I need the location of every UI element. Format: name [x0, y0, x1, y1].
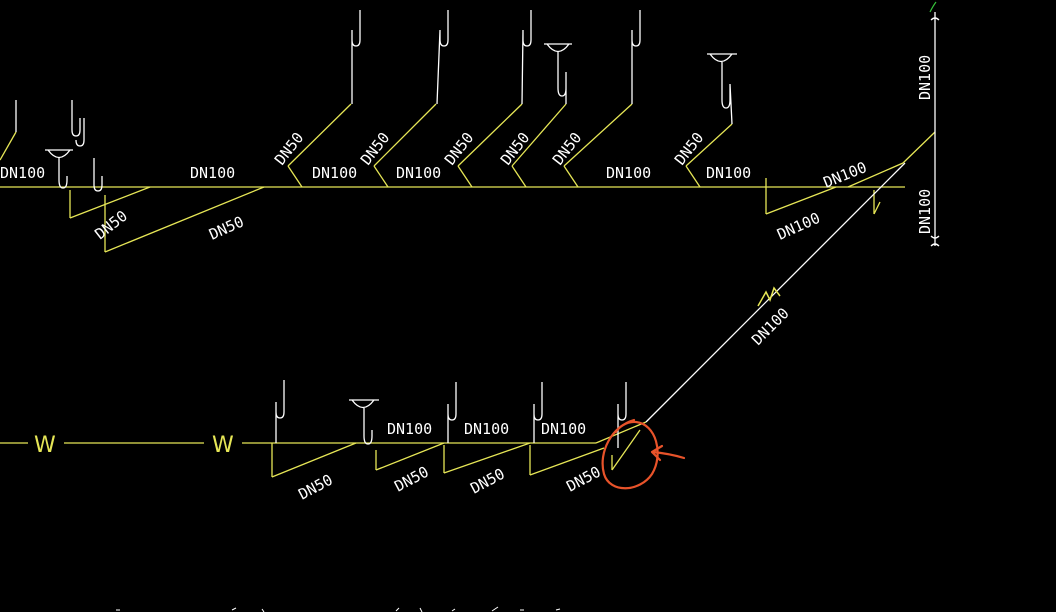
- label-dn100: DN100: [396, 164, 441, 182]
- axis-tick-mark: [929, 1, 937, 13]
- diagonal-riser-pipe: [645, 162, 906, 423]
- label-dn100: DN100: [748, 304, 793, 349]
- lower-sloped-branches: [271, 429, 641, 478]
- label-dn100: DN100: [606, 164, 651, 182]
- label-dn50: DN50: [391, 463, 431, 496]
- label-dn100: DN100: [312, 164, 357, 182]
- label-dn50: DN50: [91, 207, 131, 243]
- label-dn50: DN50: [441, 129, 477, 169]
- bottom-edge-marks: [116, 606, 561, 612]
- lower-main-pipe: [0, 421, 647, 444]
- waste-marks: W W: [34, 433, 234, 458]
- label-dn100: DN100: [0, 164, 45, 182]
- upper-fixtures: [15, 10, 737, 192]
- vertical-stack: [930, 12, 940, 247]
- label-dn100: DN100: [387, 420, 432, 438]
- dn-labels: DN100 DN100 DN100 DN100 DN100 DN100 DN50…: [0, 55, 934, 504]
- waste-line-mark: W: [34, 433, 56, 458]
- label-dn100: DN100: [916, 189, 934, 234]
- upper-left-sloped-branches: [69, 186, 265, 253]
- label-dn50: DN50: [357, 129, 393, 169]
- upper-right-connection: [765, 131, 936, 215]
- label-dn50: DN50: [549, 129, 585, 169]
- markup-arrow: [650, 444, 686, 462]
- label-dn50: DN50: [467, 465, 507, 498]
- label-dn50: DN50: [271, 129, 307, 169]
- label-dn50: DN50: [206, 213, 246, 244]
- waste-line-mark: W: [212, 433, 234, 458]
- label-dn100: DN100: [774, 209, 823, 244]
- lower-fixtures: [275, 380, 627, 448]
- markup-annotation: [601, 418, 686, 490]
- label-dn50: DN50: [563, 463, 603, 496]
- label-dn50: DN50: [671, 129, 707, 169]
- label-dn100: DN100: [190, 164, 235, 182]
- markup-circle: [601, 418, 659, 490]
- label-dn100: DN100: [541, 420, 586, 438]
- label-dn100: DN100: [916, 55, 934, 100]
- label-dn50: DN50: [295, 471, 335, 504]
- label-dn100: DN100: [464, 420, 509, 438]
- riser-waste-mark: [757, 286, 781, 307]
- label-dn100: DN100: [706, 164, 751, 182]
- upper-branch-connectors: [0, 103, 733, 188]
